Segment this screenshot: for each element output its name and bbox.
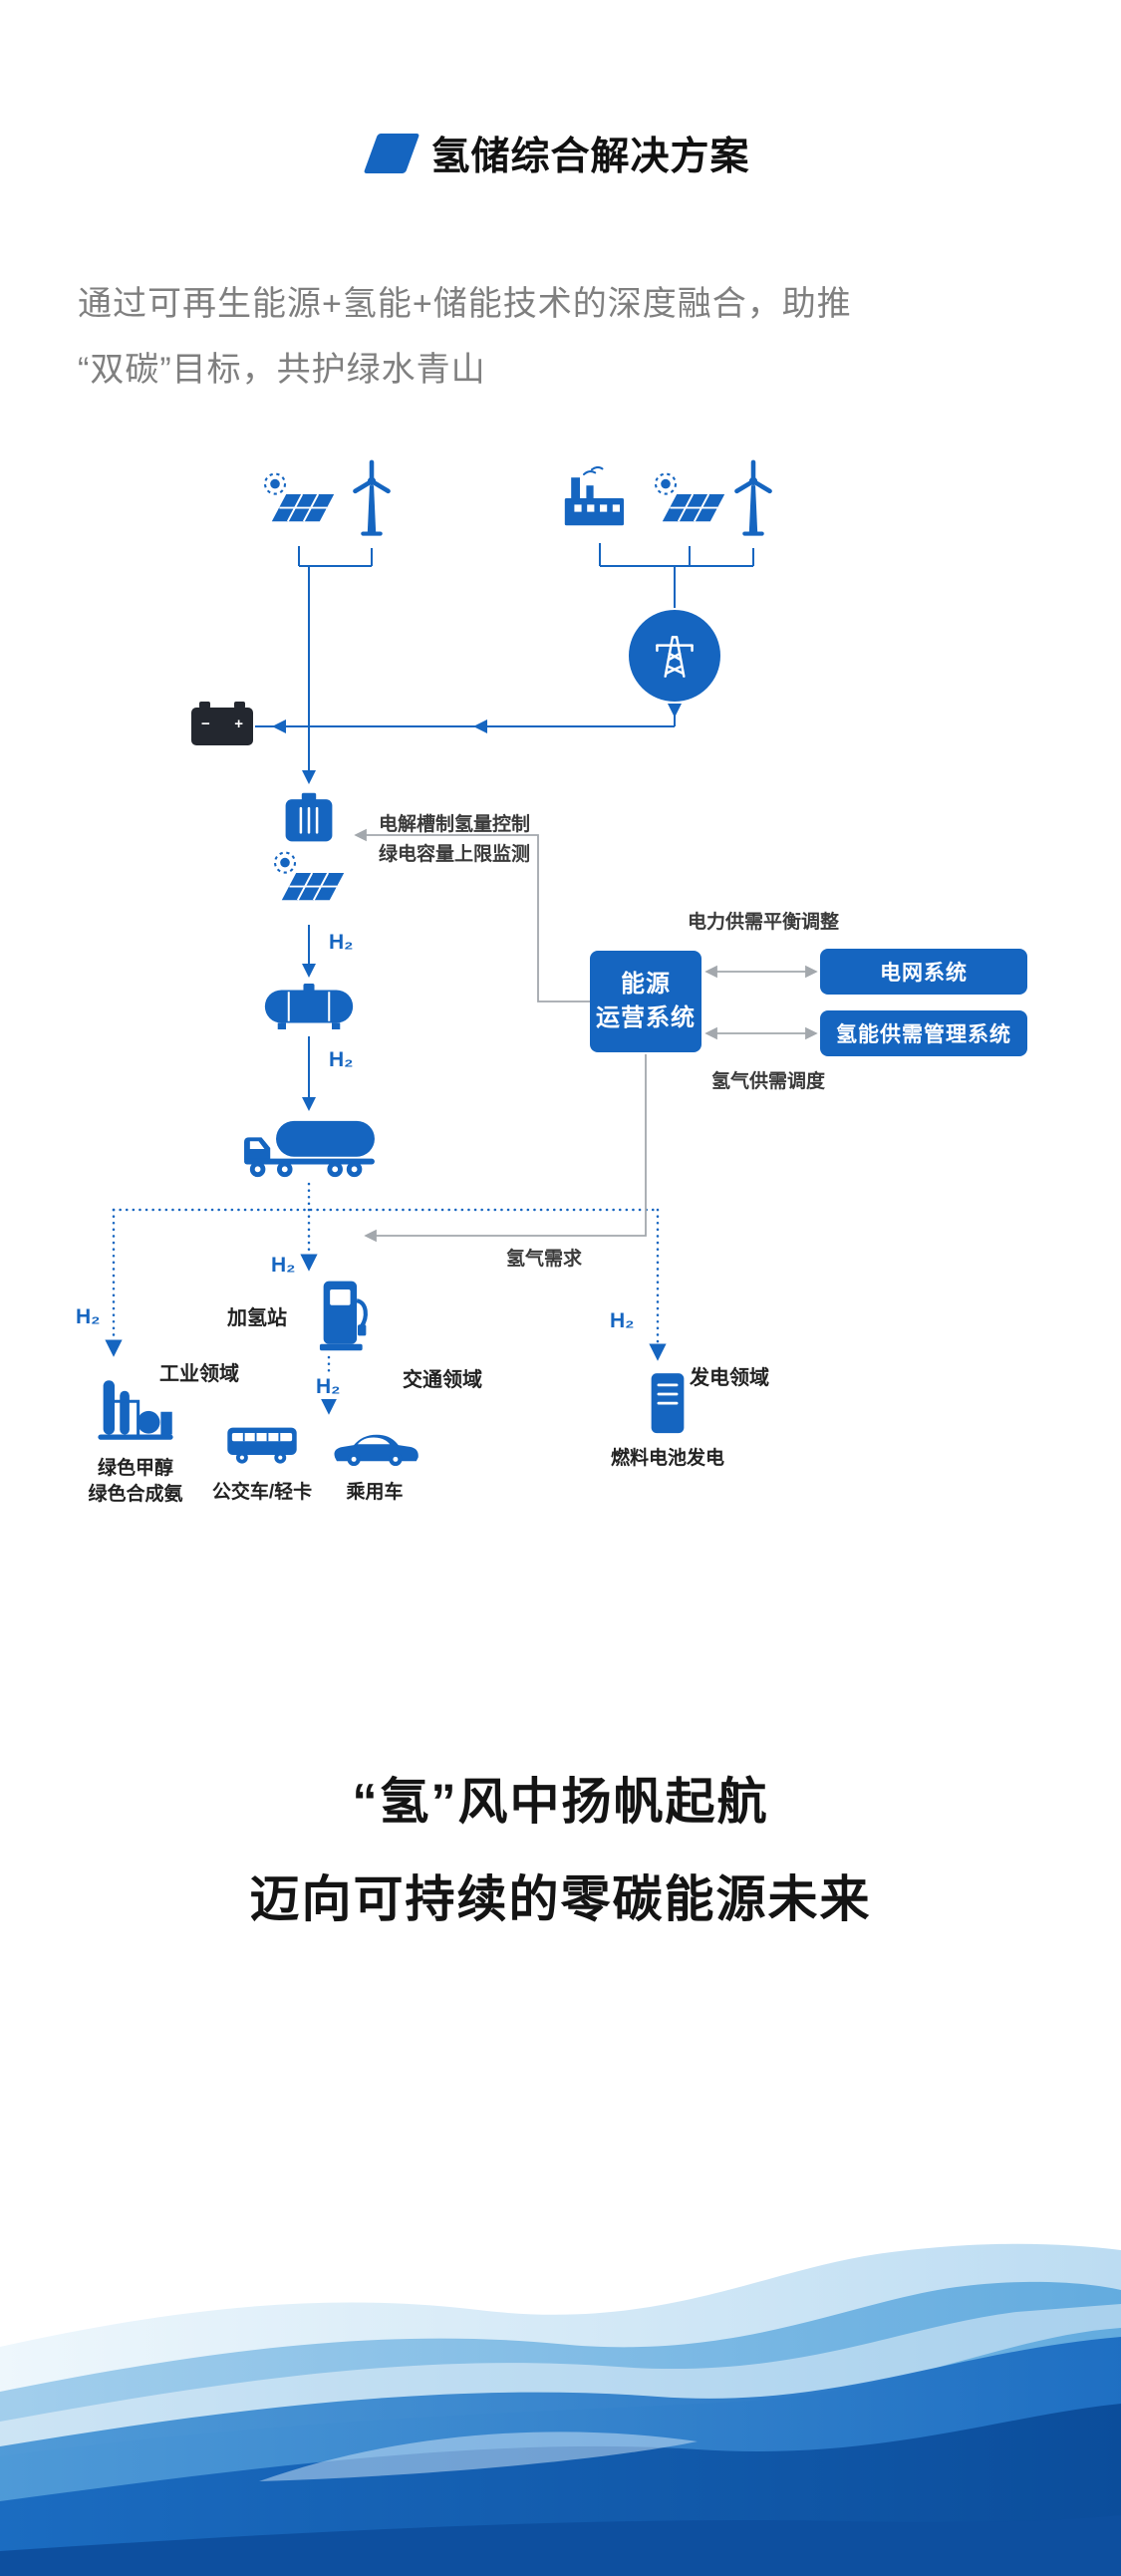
slogan-line-1: “氢”风中扬帆起航 [352,1774,769,1830]
electrolyzer-icon [282,791,336,845]
h2-demand-label: 氢气需求 [506,1249,583,1270]
hydrogen-dispenser-icon [319,1278,371,1353]
h2-label-to-truck: H₂ [329,1048,354,1071]
tanker-truck-icon [241,1116,377,1180]
bus-icon [225,1423,299,1465]
h2-label-to-tank: H₂ [329,931,354,954]
energy-ops-line-1: 能源 [621,971,671,998]
transport-label: 交通领域 [403,1369,482,1391]
h2-label-station: H₂ [271,1254,296,1277]
title-accent-shape [364,134,420,173]
battery-plus-label: + [234,716,243,732]
wind-turbine-icon-right [724,456,782,544]
intro-line-1: 通过可再生能源+氢能+储能技术的深度融合，助推 [78,285,852,323]
wave-graphic [0,2232,1121,2576]
power-balance-label: 电力供需平衡调整 [688,912,840,933]
battery-minus-label: − [201,716,210,732]
fuel-cell-power-label: 燃料电池发电 [610,1448,724,1469]
hydrogen-tank-icon [263,983,355,1030]
electrolyzer-control-label: 电解槽制氢量控制 [379,814,531,835]
h2-dispatch-label: 氢气供需调度 [711,1071,826,1092]
h2-label-industry: H₂ [76,1305,101,1328]
solar-panel-icon-mid [269,849,349,921]
industry-plant-icon [96,1375,175,1445]
station-label: 加氢站 [227,1307,287,1329]
h2-supply-mgmt-label: 氢能供需管理系统 [836,1023,1011,1046]
industry-label: 工业领域 [159,1363,239,1385]
fuel-cell-icon [648,1371,688,1437]
energy-ops-system-box: 能源 运营系统 [590,951,701,1052]
page-title: 氢储综合解决方案 [430,136,750,178]
battery-terminal [234,702,245,709]
solar-panel-icon-left [259,470,339,542]
green-power-limit-label: 绿电容量上限监测 [379,844,531,865]
battery-terminal [199,702,210,709]
intro-line-2: “双碳”目标，共护绿水青山 [78,351,486,389]
passenger-car-label: 乘用车 [346,1482,404,1503]
h2-label-transport: H₂ [313,1375,344,1399]
factory-icon [560,466,640,538]
h2-supply-mgmt-box: 氢能供需管理系统 [820,1010,1027,1056]
header: 氢储综合解决方案 [0,128,1121,179]
intro-text: 通过可再生能源+氢能+储能技术的深度融合，助推 “双碳”目标，共护绿水青山 [78,271,1054,403]
green-ammonia-label: 绿色合成氨 [88,1484,183,1505]
solar-panel-icon-right [650,470,729,542]
car-icon [329,1429,420,1467]
energy-ops-line-2: 运营系统 [596,1004,696,1031]
h2-label-power: H₂ [610,1309,635,1332]
slogan-line-2: 迈向可持续的零碳能源未来 [249,1871,872,1927]
control-signal-lines [354,828,818,1243]
bus-truck-label: 公交车/轻卡 [211,1482,313,1503]
power-generation-label: 发电领域 [690,1367,769,1389]
grid-system-box: 电网系统 [820,949,1027,995]
wind-turbine-icon-left [343,456,401,544]
green-methanol-label: 绿色甲醇 [97,1458,173,1479]
battery-icon: − + [191,702,253,745]
grid-tower-icon [629,610,720,702]
grid-system-label: 电网系统 [880,962,968,985]
